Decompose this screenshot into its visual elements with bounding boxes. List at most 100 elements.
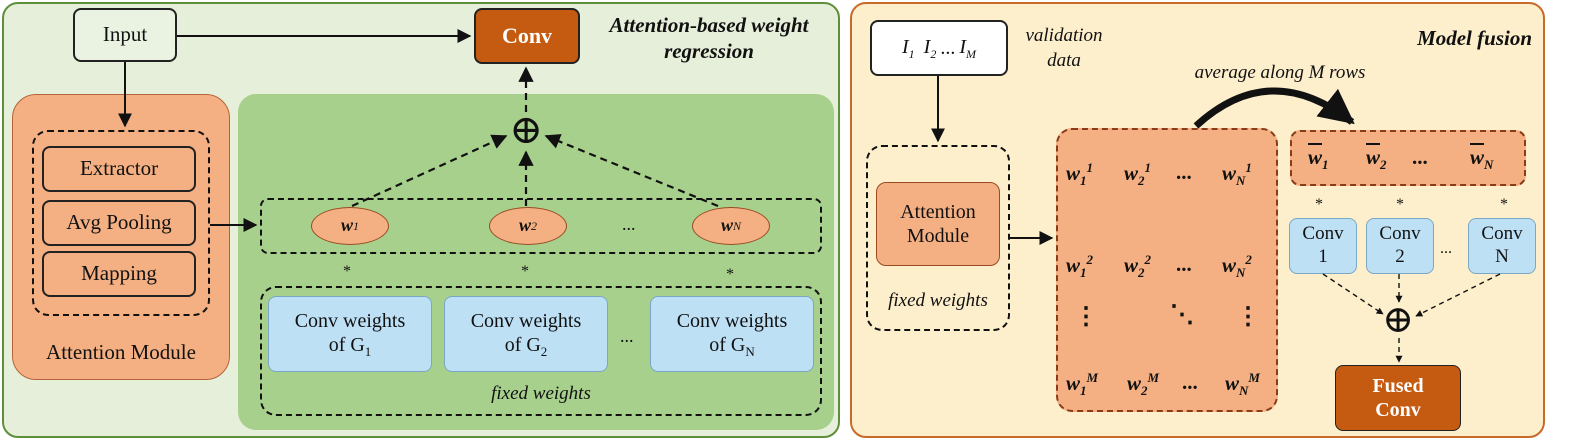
matrix-vdots-left: ⋮ [1074,304,1098,330]
fusion-conv-ellipsis: ... [1440,240,1452,257]
left-title-line1: Attention-based weight [609,13,809,37]
conv-line1: Conv [1379,223,1421,245]
fusion-attention-module-box: Attention Module [876,182,1000,266]
conv-weights-line1: Conv weights [294,309,406,332]
val-subscript: 2 [930,46,937,61]
matrix-cell-2-2: w22 [1124,252,1151,281]
fusion-conv-1: Conv 1 [1289,218,1357,274]
weight-symbol: w [340,215,353,236]
mean-weight-n: wN [1470,145,1493,173]
wn-to-sum-arrow [544,134,719,208]
matrix-row2-ellipsis: ... [1176,252,1192,276]
mean-sub: 2 [1380,157,1387,173]
attention-module-label: Attention Module [46,340,196,364]
matrix-sub: 2 [1138,173,1145,189]
val-i-symbol: I [901,35,909,58]
conv-weights-subscript: 2 [540,343,548,359]
matrix-cell-1-n: wN1 [1222,160,1252,189]
matrix-w: w [1066,253,1081,277]
validation-line2: data [1047,49,1081,71]
left-title-line2: regression [664,39,754,64]
matrix-cell-2-1: w12 [1066,252,1093,281]
matrix-sub: 2 [1138,265,1145,281]
conv1-to-sum-arrow [1322,273,1384,315]
weight-subscript: N [733,218,742,233]
matrix-sub: 1 [1080,265,1087,281]
matrix-ddots: ⋱ [1170,302,1194,328]
validation-inputs-box: I1 I2 ... IM [870,20,1008,76]
matrix-sup: 1 [1245,160,1252,175]
attention-line1: Attention [900,201,976,223]
matrix-w: w [1225,371,1240,395]
left-fixed-weights-label: fixed weights [491,383,591,404]
multiply-star-2: * [521,263,529,280]
conv-weights-line1: Conv weights [470,309,582,332]
matrix-cell-m-1: w1M [1066,370,1098,399]
mapping-box: Mapping [42,251,196,297]
mean-weight-2: w2 [1366,145,1387,173]
mean-sub: N [1484,157,1494,173]
mean-weight-1: w1 [1308,145,1329,173]
matrix-sub: N [1236,265,1246,281]
conv-line2: 1 [1318,246,1328,267]
matrix-cell-m-n: wNM [1225,370,1260,399]
matrix-sub: N [1239,383,1249,399]
matrix-sub: 2 [1141,383,1148,399]
weight-subscript: 1 [353,218,359,233]
val-i-symbol: I [923,35,931,58]
mean-w: w [1366,145,1381,169]
matrix-sup: 2 [1144,252,1152,267]
conv-weights-g1: Conv weights of G1 [268,296,432,372]
fused-line2: Conv [1375,399,1421,421]
weights-region [238,94,834,430]
matrix-sup: M [1248,370,1260,385]
fused-conv-box: Fused Conv [1335,365,1461,431]
attention-line2: Module [906,225,970,247]
left-panel-title: Attention-based weight regression [594,12,824,65]
conv-weights-dashed-group [260,286,822,416]
val-subscript: M [966,46,976,61]
matrix-w: w [1124,253,1139,277]
multiply-star-1: * [343,263,351,280]
mean-weights-ellipsis: ... [1412,145,1428,169]
conv-weights-gn: Conv weights of GN [650,296,814,372]
matrix-sup: 2 [1245,252,1252,267]
weight-symbol: w [518,215,531,236]
matrix-w: w [1124,161,1139,185]
weights-ellipsis: ... [622,214,636,234]
mean-w: w [1470,145,1485,169]
matrix-cell-2-n: wN2 [1222,252,1252,281]
matrix-vdots-right: ⋮ [1236,304,1260,330]
matrix-w: w [1066,371,1081,395]
matrix-sub: N [1236,173,1246,189]
matrix-sup: 1 [1144,160,1152,175]
conv-weights-ellipsis: ... [620,326,634,346]
conv-line2: 2 [1395,246,1405,267]
left-sum-icon: ⊕ [509,107,543,152]
mean-sub: 1 [1322,157,1329,173]
matrix-w: w [1066,161,1081,185]
right-panel-title: Model fusion [1417,26,1532,50]
val-i-symbol: I [959,35,966,58]
avg-pooling-box: Avg Pooling [42,200,196,246]
conv-weights-g2: Conv weights of G2 [444,296,608,372]
matrix-w: w [1127,371,1142,395]
right-sum-icon: ⊕ [1382,299,1414,341]
fusion-star-2: * [1396,196,1404,213]
matrix-sub: 1 [1080,173,1087,189]
validation-line1: validation [1025,25,1103,46]
conv-line1: Conv [1481,223,1523,245]
attention-module-dashed-group [32,130,210,316]
fusion-conv-2: Conv 2 [1366,218,1434,274]
matrix-rowm-ellipsis: ... [1182,370,1198,394]
extractor-box: Extractor [42,146,196,192]
w1-to-sum-arrow [351,134,508,208]
averaged-weights-row [1290,130,1526,186]
fusion-star-1: * [1315,196,1323,213]
weight-subscript: 2 [531,218,537,233]
matrix-w: w [1222,253,1237,277]
